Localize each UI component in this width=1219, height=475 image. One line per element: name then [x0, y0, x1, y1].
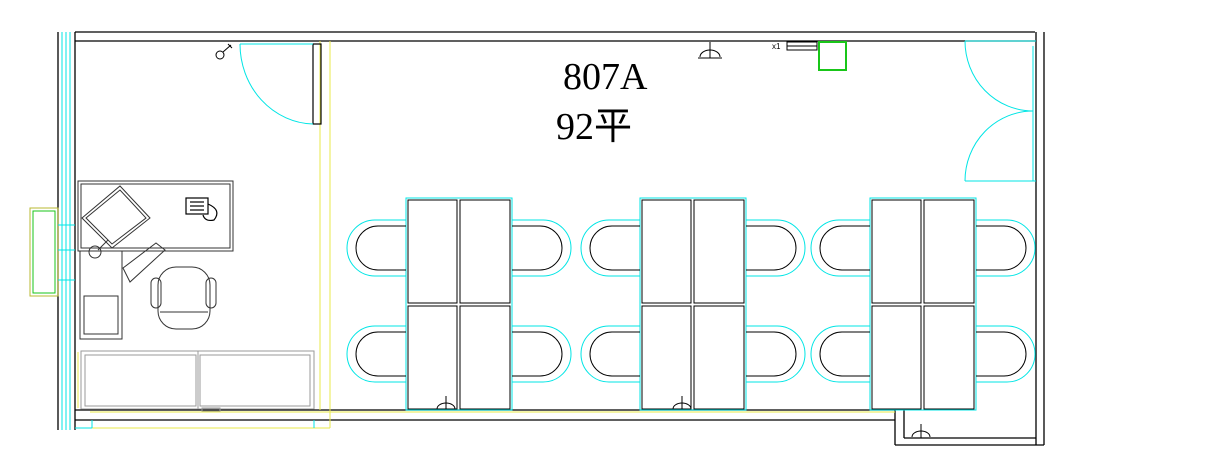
- svg-text:x1: x1: [772, 42, 781, 51]
- office-chair: [150, 266, 217, 330]
- room-number: 807A: [563, 56, 648, 98]
- workstation-cluster: [580, 197, 806, 411]
- storage-cabinet: [80, 350, 315, 412]
- walls: [57, 31, 1045, 446]
- workstation-cluster: [810, 197, 1036, 411]
- workstation-cluster: [346, 197, 572, 411]
- left-wall-detail: [61, 32, 71, 430]
- light-switch-icon: [215, 43, 233, 60]
- partitions: [77, 41, 895, 429]
- power-outlet-icon: [672, 396, 692, 410]
- room-area: 92平: [556, 106, 633, 148]
- bottom-wall-cyan: [75, 420, 315, 429]
- power-outlet-icon: [911, 424, 931, 438]
- window-icon: [29, 207, 75, 297]
- executive-desk: [77, 180, 234, 340]
- electrical-panel: x1: [772, 41, 847, 71]
- power-outlet-icon: [698, 42, 722, 59]
- power-outlet-icon: [436, 396, 456, 410]
- entrance-door: [964, 40, 1036, 182]
- door-swing-icon: [239, 43, 322, 125]
- telephone-icon: [185, 197, 218, 222]
